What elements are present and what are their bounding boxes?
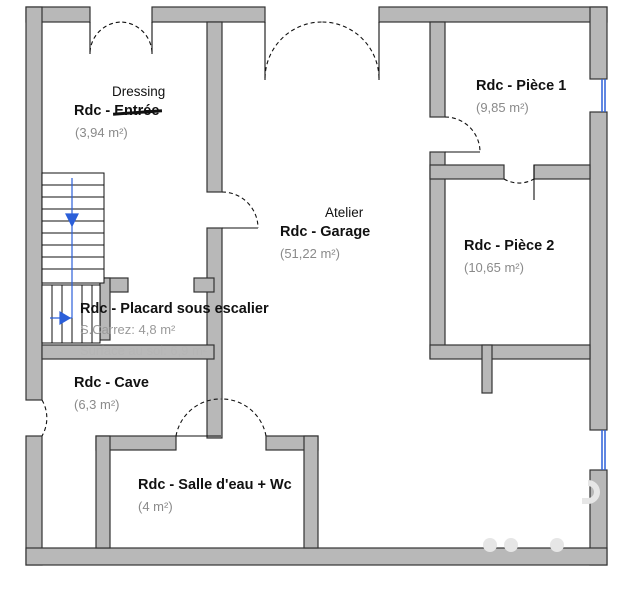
wall-top-right: [378, 6, 608, 23]
wall-top-mid-left: [151, 6, 266, 23]
cave-area: (6,3 m²): [74, 397, 120, 412]
garage-area: (51,22 m²): [280, 246, 340, 261]
stair-arrow: [50, 178, 79, 326]
door-salle: [175, 398, 222, 437]
door-garage: [264, 21, 323, 79]
placard-name: Rdc - Placard sous escalier: [80, 301, 269, 317]
wall-piece2-bottom: [429, 344, 591, 360]
wall-rooms-left-top: [429, 21, 446, 118]
entree-name-struck: Entrée: [114, 103, 160, 119]
entree-name: Rdc - Entrée: [74, 103, 159, 119]
wall-left-upper: [25, 6, 43, 401]
wall-right-mid: [589, 111, 608, 431]
wall-rooms-left-mid: [429, 151, 446, 359]
wall-left-lower: [25, 435, 43, 566]
salle-name: Rdc - Salle d'eau + Wc: [138, 477, 292, 493]
placard-carrez: S.Carrez: 4,8 m²: [80, 322, 176, 337]
wall-garage-left-lower: [206, 227, 223, 439]
placard-sol: Surface au sol: 6,9 m²: [80, 343, 208, 358]
piece2-area: (10,65 m²): [464, 260, 524, 275]
entree-name-prefix: Rdc -: [74, 103, 115, 119]
wall-salle-right: [303, 435, 319, 549]
wall-bottom: [25, 547, 608, 566]
entree-note: Dressing: [112, 84, 166, 99]
watermark: [483, 480, 600, 552]
door-piece1: [444, 116, 481, 153]
staircase: [41, 172, 105, 344]
garage-note: Atelier: [325, 205, 364, 220]
wall-cave-top: [41, 344, 215, 360]
piece1-name: Rdc - Pièce 1: [476, 78, 567, 94]
wall-piece-divider-right: [533, 164, 591, 180]
door-entree: [89, 21, 122, 53]
garage-name: Rdc - Garage: [280, 224, 371, 240]
wall-piece2-stub: [481, 344, 493, 394]
wall-garage-left-upper: [206, 21, 223, 193]
wall-salle-left: [95, 435, 111, 549]
wall-right-top: [589, 6, 608, 80]
cave-name: Rdc - Cave: [74, 375, 149, 391]
wall-placard-top-right: [193, 277, 215, 293]
door-piece2: [503, 178, 535, 184]
salle-area: (4 m²): [138, 499, 173, 514]
entree-area: (3,94 m²): [75, 125, 128, 140]
door-entree-garage: [221, 191, 259, 229]
piece2-name: Rdc - Pièce 2: [464, 238, 555, 254]
wall-piece-divider-left: [429, 164, 505, 180]
piece1-area: (9,85 m²): [476, 100, 529, 115]
door-cave: [41, 399, 48, 437]
